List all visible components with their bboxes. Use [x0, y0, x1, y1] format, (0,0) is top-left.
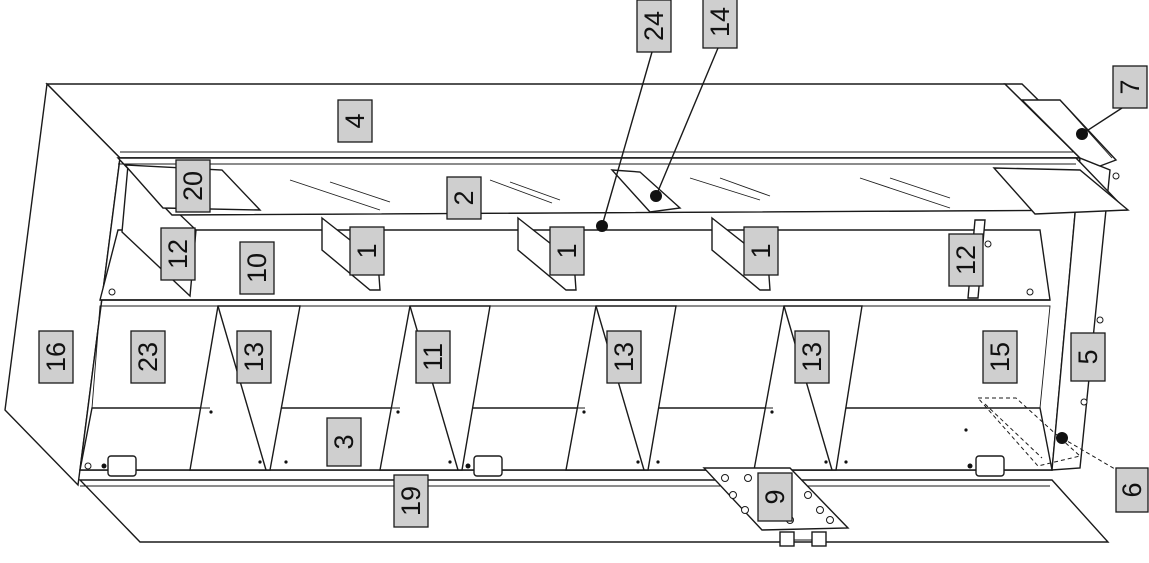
top-bracket — [1020, 99, 1118, 167]
callout-9-text: 9 — [760, 489, 790, 504]
callout-10-text: 10 — [242, 253, 272, 283]
callout-13-c-text: 13 — [797, 342, 827, 372]
callout-20: 20 — [175, 159, 211, 213]
cabinet-body — [4, 82, 1130, 487]
center-glass-clamp — [610, 169, 682, 213]
callout-13-a: 13 — [236, 330, 272, 384]
vertical-dividers — [92, 305, 1040, 471]
callout-19: 19 — [393, 474, 429, 528]
callout-2: 2 — [446, 176, 482, 220]
glass-shelf — [116, 157, 1128, 216]
callout-24: 24 — [636, 0, 672, 53]
callout-1-b: 1 — [549, 226, 585, 276]
top-panel — [45, 83, 1082, 159]
flap-door — [78, 467, 1110, 547]
leader-lines — [596, 47, 1123, 473]
callout-3-text: 3 — [329, 434, 359, 449]
callout-12-right: 12 — [948, 233, 984, 287]
callout-23-text: 23 — [133, 342, 163, 372]
callout-11: 11 — [415, 330, 451, 384]
callout-12-right-text: 12 — [951, 245, 981, 275]
left-side-panel — [4, 82, 121, 487]
callout-13-b-text: 13 — [609, 342, 639, 372]
callout-9: 9 — [757, 472, 793, 522]
callout-7: 7 — [1112, 65, 1148, 109]
callout-13-c: 13 — [794, 330, 830, 384]
callout-5-text: 5 — [1073, 349, 1103, 364]
callout-23: 23 — [130, 330, 166, 384]
dashed-box-part — [976, 397, 1082, 467]
callout-1-a-text: 1 — [352, 243, 382, 258]
callout-3: 3 — [326, 417, 362, 467]
callout-16-text: 16 — [41, 342, 71, 372]
callout-labels: 4 24 14 7 20 2 12 10 — [38, 0, 1149, 528]
callout-24-text: 24 — [639, 11, 669, 41]
callout-10: 10 — [239, 241, 275, 295]
callout-6-text: 6 — [1117, 482, 1147, 497]
callout-14-text: 14 — [705, 7, 735, 37]
bottom-hinges — [101, 455, 1005, 477]
callout-12-left: 12 — [160, 227, 196, 281]
callout-13-b: 13 — [606, 330, 642, 384]
callout-20-text: 20 — [178, 171, 208, 201]
callout-7-text: 7 — [1115, 79, 1145, 94]
callout-4-text: 4 — [340, 113, 370, 128]
callout-4: 4 — [337, 99, 373, 143]
callout-1-a: 1 — [349, 226, 385, 276]
callout-11-text: 11 — [418, 343, 448, 371]
callout-1-c-text: 1 — [746, 243, 776, 258]
callout-1-c: 1 — [743, 226, 779, 276]
callout-6: 6 — [1115, 467, 1149, 513]
callout-15: 15 — [982, 330, 1018, 384]
screw-holes — [84, 172, 1120, 470]
callout-1-b-text: 1 — [552, 243, 582, 258]
right-glass-clamp — [992, 167, 1130, 215]
callout-15-text: 15 — [985, 342, 1015, 372]
callout-5: 5 — [1070, 332, 1106, 382]
callout-13-a-text: 13 — [239, 342, 269, 372]
callout-16: 16 — [38, 330, 74, 384]
callout-12-left-text: 12 — [163, 239, 193, 269]
callout-2-text: 2 — [449, 190, 479, 205]
callout-19-text: 19 — [396, 486, 426, 516]
callout-14: 14 — [702, 0, 738, 49]
glass-reflections — [289, 177, 951, 211]
